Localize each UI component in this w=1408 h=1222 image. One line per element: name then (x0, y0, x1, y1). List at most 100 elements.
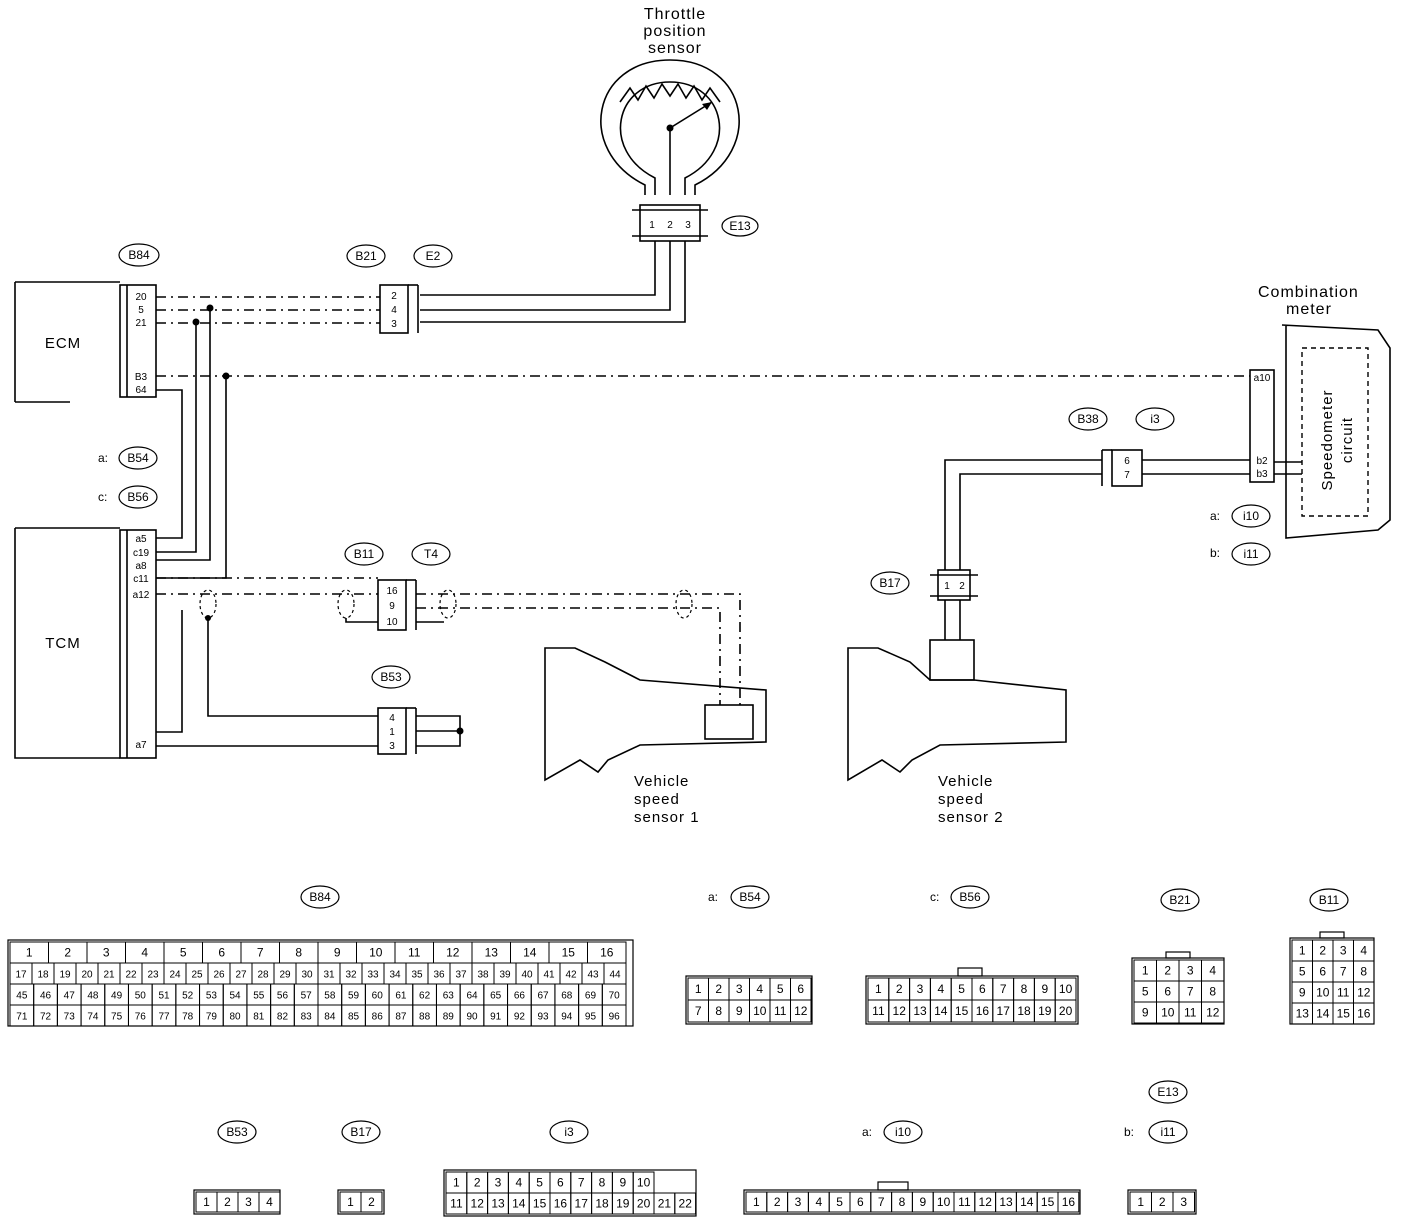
tps-wiper-arrow (702, 102, 712, 110)
face-b54-pin-5: 5 (777, 982, 784, 996)
face-b84-pin-58: 58 (324, 991, 336, 1002)
face-i3-pin-1: 1 (453, 1176, 460, 1190)
face-b11-cell (1353, 1002, 1375, 1025)
tps-label-line2: position (643, 23, 706, 40)
b53-pin-4: 4 (389, 713, 395, 724)
e13-pin-2: 2 (667, 220, 673, 231)
face-i3-pin-9: 9 (619, 1176, 626, 1190)
face-i3-pin-16: 16 (554, 1197, 568, 1211)
face-b56-pin-8: 8 (1021, 982, 1028, 996)
face-b84-pin-94: 94 (561, 1012, 573, 1023)
face-b84-pin-29: 29 (279, 970, 291, 981)
tcm-vss1-wiring: 16 9 10 B11 T4 (156, 542, 741, 747)
face-b84-pin-45: 45 (16, 991, 28, 1002)
b11-tag: B11 (354, 547, 375, 561)
face-b84-pin-72: 72 (40, 1012, 52, 1023)
face-b84-pin-5: 5 (180, 946, 187, 960)
face-b54-pin-10: 10 (753, 1004, 767, 1018)
i10-tag: i10 (1243, 509, 1259, 523)
face-i10-pin-2: 2 (774, 1195, 781, 1209)
tcm-pin-a5: a5 (135, 534, 147, 545)
face-b21-pin-2: 2 (1164, 964, 1171, 978)
face-b53-tag-oval (217, 1120, 257, 1144)
face-b84-pin-22: 22 (125, 970, 137, 981)
e2-tag: E2 (426, 249, 441, 263)
face-b21-tag: B21 (1169, 893, 1191, 907)
tps-wire-pin1 (420, 241, 656, 296)
face-b84-pin-28: 28 (257, 970, 269, 981)
face-i10-cell (1057, 1191, 1080, 1213)
face-b84-pin-68: 68 (561, 991, 573, 1002)
face-b17-body (337, 1189, 385, 1215)
face-b84-pin-34: 34 (389, 970, 401, 981)
i11-prefix: b: (1210, 546, 1220, 560)
face-b56-pin-5: 5 (958, 982, 965, 996)
ecm-pin-b3: B3 (135, 372, 148, 383)
face-b56-tag-oval (950, 885, 990, 909)
face-i3-pin-14: 14 (512, 1197, 526, 1211)
face-i10-pin-10: 10 (937, 1195, 951, 1209)
face-b21-pin-4: 4 (1209, 964, 1216, 978)
face-i10-pin-6: 6 (857, 1195, 864, 1209)
b21-tag: B21 (355, 249, 377, 263)
face-b84-pin-82: 82 (277, 1012, 289, 1023)
face-b56-pin-6: 6 (979, 982, 986, 996)
face-i10-pin-16: 16 (1062, 1195, 1076, 1209)
face-b11-pin-6: 6 (1319, 965, 1326, 979)
face-e13-tag: E13 (1157, 1085, 1179, 1099)
face-b56-pin-16: 16 (976, 1004, 990, 1018)
face-b17-cell (360, 1191, 383, 1213)
b11-pin-16: 16 (386, 586, 398, 597)
tps-wire-pin2 (420, 241, 671, 311)
connector-face-views: B84 a: B54 c: B56 B21 B11 E13 b: i11 B53… (7, 885, 1375, 1217)
throttle-position-sensor: Throttle position sensor 1 2 3 E13 (420, 6, 759, 323)
vss2-label-line1: Vehicle (938, 773, 993, 790)
face-b84-pin-39: 39 (499, 970, 511, 981)
face-b56-latch (957, 967, 983, 977)
wire-b11-vss1-b (416, 607, 721, 705)
face-b84-pin-23: 23 (147, 970, 159, 981)
face-b84-pin-83: 83 (301, 1012, 313, 1023)
face-b84-pin-77: 77 (158, 1012, 170, 1023)
face-b84-pin-50: 50 (135, 991, 147, 1002)
b54-tag: B54 (127, 451, 149, 465)
tcm-pin-c11: c11 (133, 574, 149, 585)
face-i11-tag: i11 (1160, 1125, 1175, 1139)
ecm-tps-wiring (156, 296, 1252, 579)
face-b84-pin-70: 70 (609, 991, 621, 1002)
i3-tag-oval (1135, 407, 1175, 431)
face-b21-tag-oval (1160, 888, 1200, 912)
face-b11-pin-10: 10 (1316, 986, 1330, 1000)
i3-tag: i3 (1150, 412, 1160, 426)
face-b21-pin-11: 11 (1184, 1006, 1197, 1020)
face-b84-pin-25: 25 (191, 970, 203, 981)
face-b11-latch (1319, 931, 1345, 939)
face-b84-pin-52: 52 (182, 991, 194, 1002)
face-b84-pin-75: 75 (111, 1012, 123, 1023)
face-b84-pin-55: 55 (253, 991, 265, 1002)
face-i10-prefix: a: (862, 1125, 872, 1139)
face-b21-pin-9: 9 (1142, 1006, 1149, 1020)
b54-prefix: a: (98, 451, 108, 465)
face-i3-pin-6: 6 (557, 1176, 564, 1190)
face-b84-pin-26: 26 (213, 970, 225, 981)
tcm-outline (14, 527, 120, 759)
combination-meter: Combination meter Speedometer circuit a1… (1210, 284, 1391, 566)
meter-pin-a10: a10 (1254, 373, 1271, 384)
face-b53-pin-3: 3 (245, 1195, 252, 1209)
face-b84-pin-4: 4 (141, 946, 148, 960)
face-b11-pin-9: 9 (1299, 986, 1306, 1000)
b38-connector (1111, 449, 1143, 487)
face-b56-pin-1: 1 (875, 982, 882, 996)
tps-wire-pin3 (420, 241, 686, 323)
ecm-pin-20: 20 (135, 292, 147, 303)
wire-tcm-a7-loop (156, 610, 183, 733)
face-b84-pin-62: 62 (419, 991, 431, 1002)
face-b84-pin-36: 36 (433, 970, 445, 981)
tps-label-line3: sensor (648, 40, 702, 57)
vss2-leads (944, 600, 961, 640)
face-b11-pin-7: 7 (1340, 965, 1347, 979)
face-i3-pin-12: 12 (471, 1197, 485, 1211)
face-b56-pin-14: 14 (934, 1004, 948, 1018)
face-b84-pin-64: 64 (466, 991, 478, 1002)
